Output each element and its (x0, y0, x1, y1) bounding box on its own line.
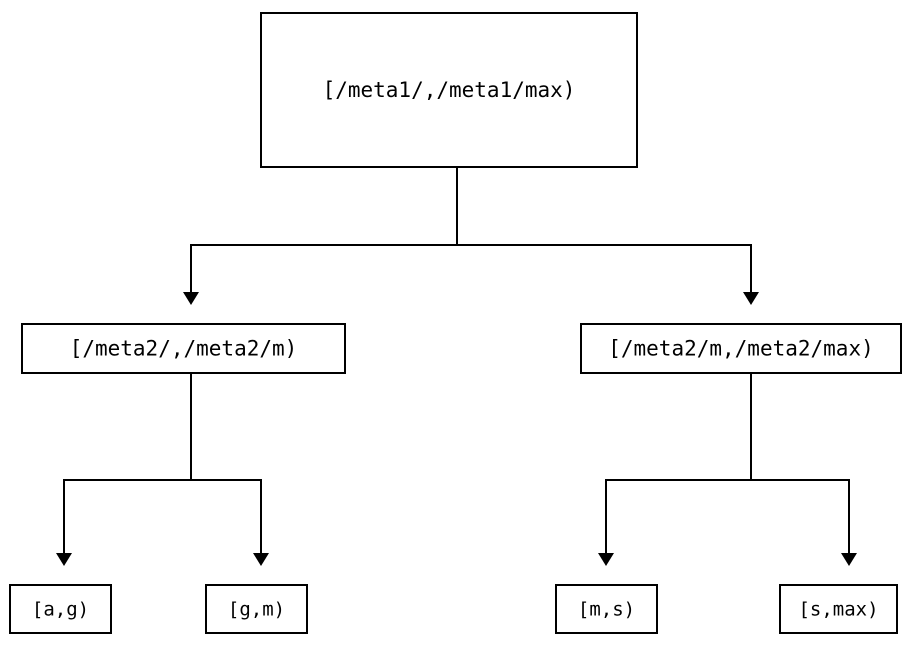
nodes-layer: [/meta1/,/meta1/max) [/meta2/,/meta2/m) [/… (9, 12, 902, 634)
node-box[interactable] (580, 323, 902, 374)
arrowhead-down-icon (598, 553, 614, 566)
tree-node[interactable]: [/meta2/m,/meta2/max) (580, 323, 902, 374)
node-label: [/meta2/,/meta2/m) (70, 337, 298, 361)
edge-connector-line (605, 374, 752, 553)
node-label: [/meta2/m,/meta2/max) (608, 337, 874, 361)
node-label: [m,s) (578, 599, 635, 621)
node-box[interactable] (9, 584, 112, 634)
tree-edge (456, 168, 759, 305)
tree-node[interactable]: [/meta1/,/meta1/max) (260, 12, 638, 168)
node-box[interactable] (205, 584, 308, 634)
node-box[interactable] (21, 323, 346, 374)
edge-connector-line (456, 168, 752, 292)
node-label: [a,g) (32, 599, 89, 621)
tree-node[interactable]: [/meta2/,/meta2/m) (21, 323, 346, 374)
tree-node[interactable]: [g,m) (205, 584, 308, 634)
tree-edge (750, 374, 857, 566)
edge-connector-line (750, 374, 850, 553)
arrowhead-down-icon (56, 553, 72, 566)
edge-connector-line (190, 168, 458, 292)
edge-connector-line (63, 374, 192, 553)
edges-layer (56, 168, 857, 566)
node-box[interactable] (555, 584, 658, 634)
arrowhead-down-icon (841, 553, 857, 566)
edge-connector-line (190, 374, 262, 553)
tree-edge (56, 374, 192, 566)
arrowhead-down-icon (743, 292, 759, 305)
arrowhead-down-icon (183, 292, 199, 305)
node-label: [/meta1/,/meta1/max) (323, 78, 576, 102)
tree-edge (183, 168, 458, 305)
node-label: [s,max) (798, 599, 878, 621)
tree-edge (598, 374, 752, 566)
tree-node[interactable]: [a,g) (9, 584, 112, 634)
node-label: [g,m) (228, 599, 285, 621)
tree-node[interactable]: [s,max) (779, 584, 898, 634)
node-box[interactable] (260, 12, 638, 168)
arrowhead-down-icon (253, 553, 269, 566)
node-box[interactable] (779, 584, 898, 634)
tree-edge (190, 374, 269, 566)
tree-node[interactable]: [m,s) (555, 584, 658, 634)
